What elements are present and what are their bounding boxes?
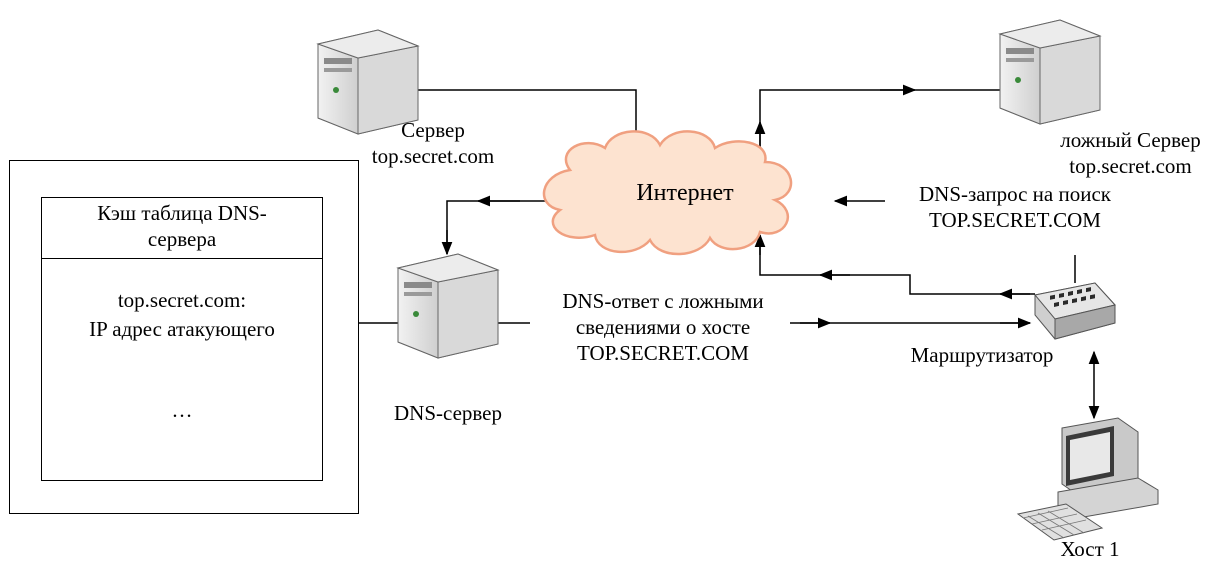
dns-query-label: DNS-запрос на поиск TOP.SECRET.COM: [880, 181, 1150, 233]
router-to-internet-link: [759, 235, 1035, 295]
server-label-line1: Сервер: [401, 118, 465, 142]
fake-server-label-line1: ложный Сервер: [1060, 128, 1201, 152]
dns-reply-line1: DNS-ответ с ложными: [562, 289, 764, 313]
router-label: Маршрутизатор: [910, 343, 1054, 367]
dns-reply-line3: TOP.SECRET.COM: [577, 341, 749, 365]
dns-reply-label: DNS-ответ с ложными сведениями о хосте T…: [518, 288, 808, 366]
cache-title-line2: сервера: [147, 227, 217, 251]
dns-server-label: DNS-сервер: [393, 401, 502, 425]
connection-lines: [357, 84, 1100, 420]
cache-entry: top.secret.com: IP адрес атакующего: [42, 286, 322, 344]
internet-cloud: [542, 130, 793, 256]
internet-label: Интернет: [636, 180, 734, 206]
cache-ellipsis: …: [171, 398, 193, 422]
dns-reply-line2: сведениями о хосте: [575, 315, 751, 339]
dns-query-line2: TOP.SECRET.COM: [929, 208, 1101, 232]
cache-entry-host: top.secret.com:: [117, 288, 247, 312]
cache-entry-ip: IP адрес атакующего: [89, 317, 275, 341]
dns-server-icon: [397, 253, 499, 359]
host-label: Хост 1: [1060, 537, 1120, 561]
host-computer-icon: [1016, 417, 1159, 541]
internet-to-dns-server-link: [446, 200, 548, 254]
server-label: Сервер top.secret.com: [353, 117, 513, 169]
dns-query-line1: DNS-запрос на поиск: [919, 182, 1111, 206]
cache-title-line1: Кэш таблица DNS-: [97, 201, 267, 225]
cache-table-title: Кэш таблица DNS- сервера: [42, 198, 322, 259]
router-icon: [1034, 282, 1116, 340]
dns-cache-table: Кэш таблица DNS- сервера top.secret.com:…: [41, 197, 323, 481]
internet-to-fake-server-link: [759, 89, 1000, 150]
fake-server-label: ложный Сервер top.secret.com: [1033, 127, 1228, 179]
server-label-line2: top.secret.com: [371, 144, 495, 168]
fake-server-icon: [999, 19, 1101, 125]
server-to-internet-link: [415, 89, 637, 140]
fake-server-label-line2: top.secret.com: [1069, 154, 1192, 178]
